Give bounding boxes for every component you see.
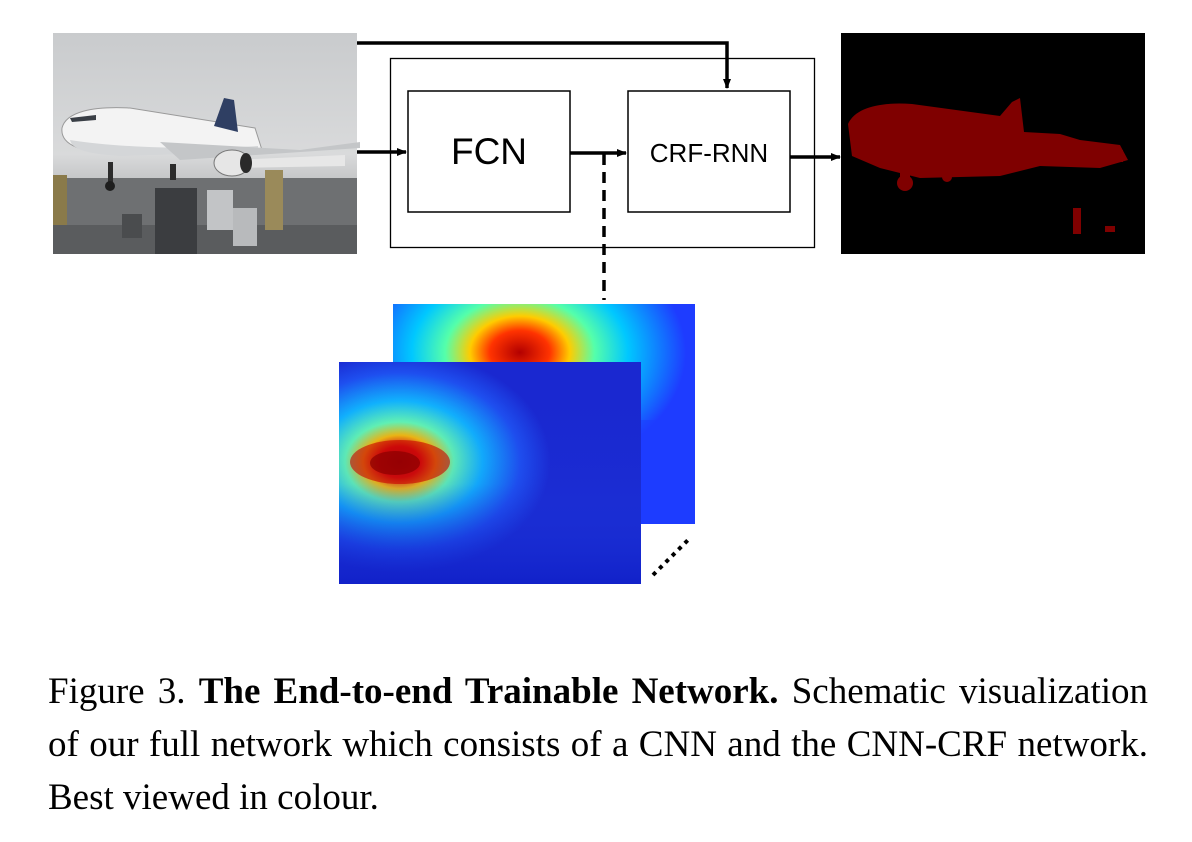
caption-prefix: Figure 3. bbox=[48, 671, 186, 712]
arrows bbox=[357, 41, 841, 300]
more-maps-dotted-line bbox=[651, 536, 692, 577]
heatmap-front bbox=[339, 362, 641, 584]
caption-title: The End-to-end Trainable Network. bbox=[198, 671, 779, 712]
crf-rnn-box: CRF-RNN bbox=[627, 90, 791, 213]
caption-body: Schematic visualization of our full netw… bbox=[48, 671, 1149, 818]
fcn-label: FCN bbox=[451, 131, 527, 172]
crf-rnn-label: CRF-RNN bbox=[650, 138, 768, 168]
output-segmentation bbox=[841, 33, 1145, 254]
skip-arrow bbox=[357, 41, 731, 89]
fcn-box: FCN bbox=[407, 90, 571, 213]
figure-caption: Figure 3. The End-to-end Trainable Netwo… bbox=[48, 665, 1148, 824]
input-image bbox=[53, 33, 360, 254]
network-diagram: FCN CRF-RNN bbox=[53, 33, 1145, 584]
